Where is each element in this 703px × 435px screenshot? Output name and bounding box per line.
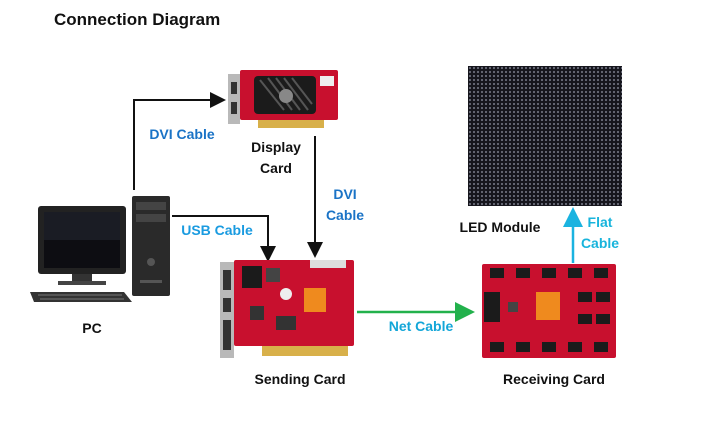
receiving-card-icon	[482, 264, 616, 358]
dvi-card-cable-label: DVI Cable	[318, 184, 372, 226]
diagram-title: Connection Diagram	[54, 10, 221, 29]
pc-label: PC	[82, 320, 102, 336]
usb-cable-label: USB Cable	[181, 222, 253, 238]
display-card-label-line1: Display	[251, 139, 301, 155]
sending-card-label: Sending Card	[254, 371, 346, 387]
pc-icon	[30, 196, 170, 302]
dvi-card-cable-label-line2: Cable	[325, 207, 365, 223]
dvi-card-cable-label-line1: DVI	[333, 186, 357, 202]
display-card-icon	[228, 70, 338, 128]
receiving-card-label: Receiving Card	[503, 371, 605, 387]
led-module-icon	[468, 66, 622, 206]
flat-cable-label-line2: Cable	[580, 235, 620, 251]
flat-cable-label: Flat Cable	[574, 212, 626, 254]
dvi-pc-cable-label: DVI Cable	[149, 126, 215, 142]
net-cable-label: Net Cable	[388, 318, 454, 334]
flat-cable-label-line1: Flat	[587, 214, 613, 230]
usb-wire	[172, 215, 276, 262]
sending-card-icon	[220, 260, 354, 358]
led-module-label: LED Module	[459, 219, 541, 235]
display-card-label: Display Card	[236, 137, 316, 179]
dvi-pc-wire	[133, 92, 226, 190]
display-card-label-line2: Card	[260, 160, 292, 176]
